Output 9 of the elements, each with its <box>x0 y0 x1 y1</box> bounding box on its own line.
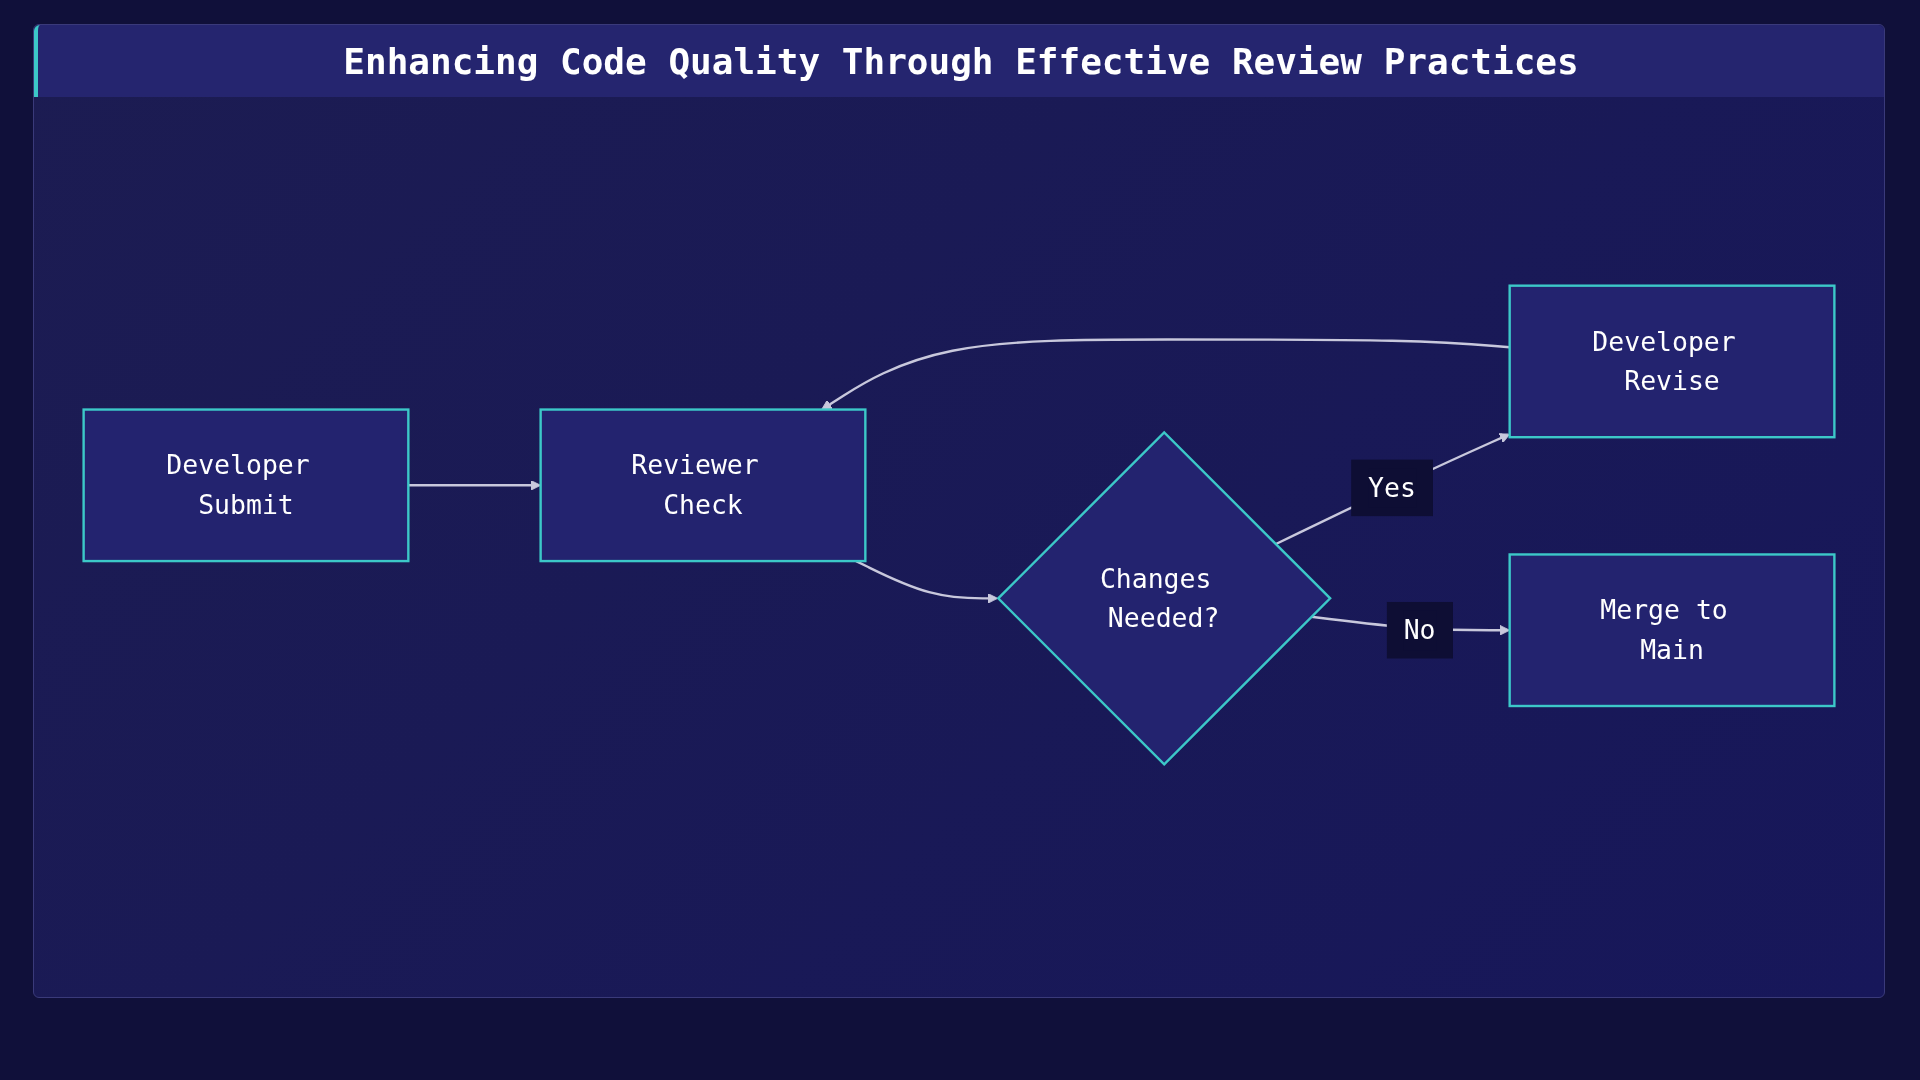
node-box: Developer Revise <box>1508 284 1836 439</box>
arrow <box>1274 433 1511 546</box>
node-box: Merge to Main <box>1508 553 1836 708</box>
diagram-title: Enhancing Code Quality Through Effective Review Practices <box>343 40 1579 82</box>
node-diamond: Changes Needed? <box>996 430 1332 767</box>
node-box: Developer Submit <box>82 408 410 563</box>
node-box: Reviewer Check <box>539 408 867 563</box>
edge-label: No <box>1403 615 1436 646</box>
edge-label: Yes <box>1368 472 1416 503</box>
